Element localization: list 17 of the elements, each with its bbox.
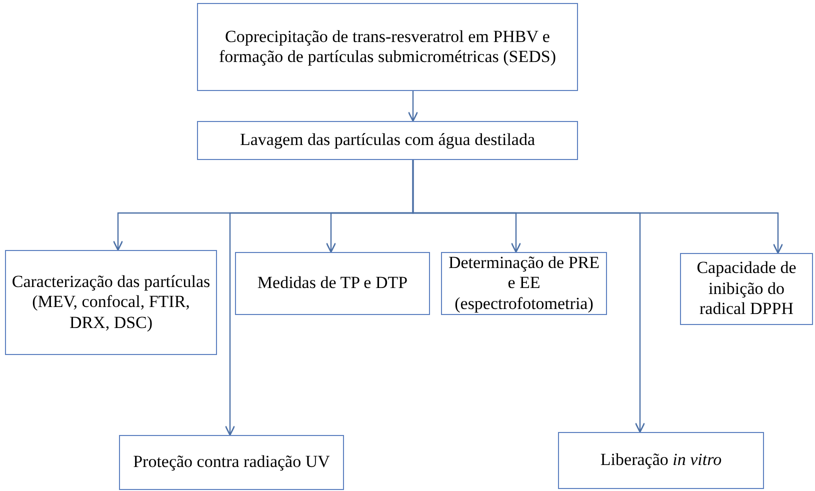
process-box	[197, 121, 578, 160]
box-text: Liberação in vitro	[600, 450, 722, 471]
box-text: Lavagem das partículas com água destilada	[240, 130, 536, 151]
box-text: Caracterização das partículas (MEV, confocal, FTIR, DRX, DSC)	[10, 272, 212, 334]
box-text: Proteção contra radiação UV	[133, 452, 330, 473]
box-text: Determinação de PRE e EE (espectrofotometria)	[447, 252, 601, 314]
arrow	[408, 91, 418, 122]
process-box	[558, 432, 764, 489]
process-box	[680, 253, 813, 325]
process-box	[119, 435, 344, 490]
process-box	[5, 250, 217, 355]
box-text: Medidas de TP e DTP	[257, 273, 408, 294]
process-box	[197, 3, 578, 91]
box-text: Coprecipitação de trans-resveratrol em PHBV e formação de partículas submicrométricas (SEDS)	[218, 26, 558, 68]
process-box	[235, 252, 430, 315]
box-text: Capacidade de inibição do radical DPPH	[696, 258, 798, 320]
arrow	[412, 160, 646, 433]
